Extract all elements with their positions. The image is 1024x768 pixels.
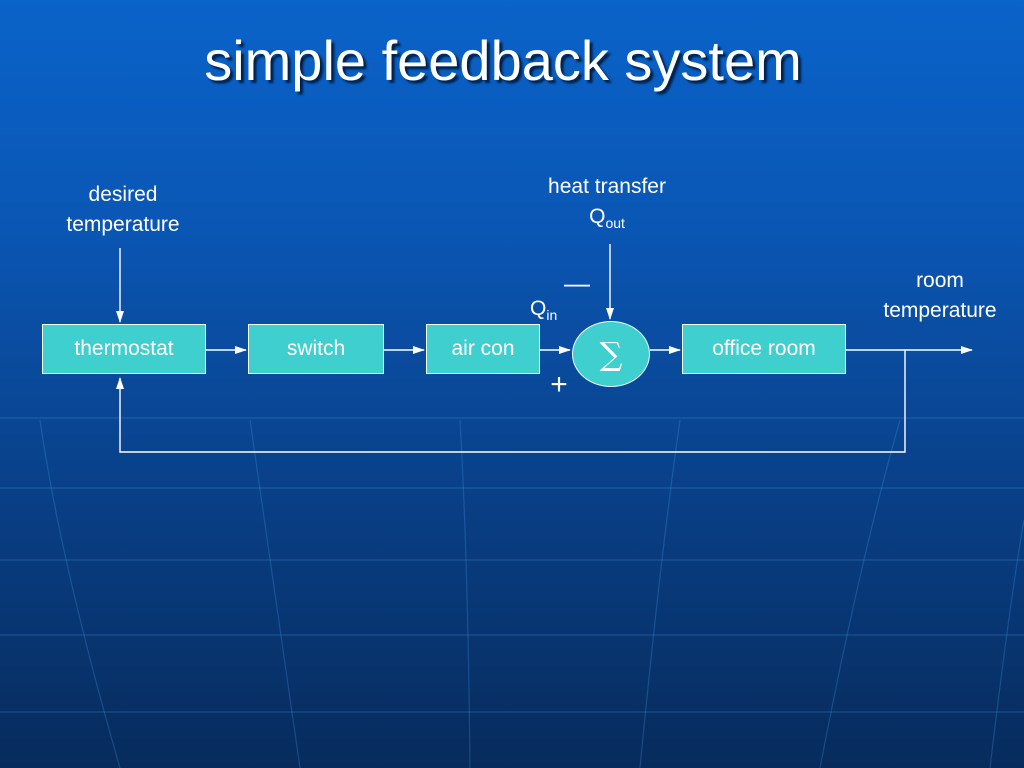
q-in-sub: in [546,307,558,323]
q-out-label: Qout [520,202,694,238]
q-in-base: Q [530,297,547,320]
room-line-1: room [916,269,964,292]
air-con-block: air con [426,324,540,374]
desired-line-1: desired [88,183,158,206]
thermostat-block: thermostat [42,324,206,374]
feedback-loop [116,350,906,453]
page-title: simple feedback system [204,29,802,92]
desired-line-2: temperature [66,213,180,236]
switch-label: switch [286,337,346,360]
switch-block: switch [248,324,384,374]
thermostat-label: thermostat [74,337,174,360]
office-room-block: office room [682,324,846,374]
air-con-label: air con [451,337,515,360]
plus-sign: + [550,368,568,401]
room-temperature-label: room temperature [868,266,1012,326]
q-out-base: Q [589,205,606,228]
minus-sign: — [564,268,590,298]
q-in-label: Qin [530,294,580,330]
room-line-2: temperature [883,299,997,322]
q-out-sub: out [605,215,625,231]
summing-junction: ∑ [572,321,650,387]
heat-transfer-label: heat transfer Qout [520,172,694,238]
desired-temperature-label: desired temperature [40,180,206,240]
heat-transfer-line: heat transfer [548,175,666,198]
office-room-label: office room [712,337,816,360]
sigma-icon: ∑ [599,335,623,373]
